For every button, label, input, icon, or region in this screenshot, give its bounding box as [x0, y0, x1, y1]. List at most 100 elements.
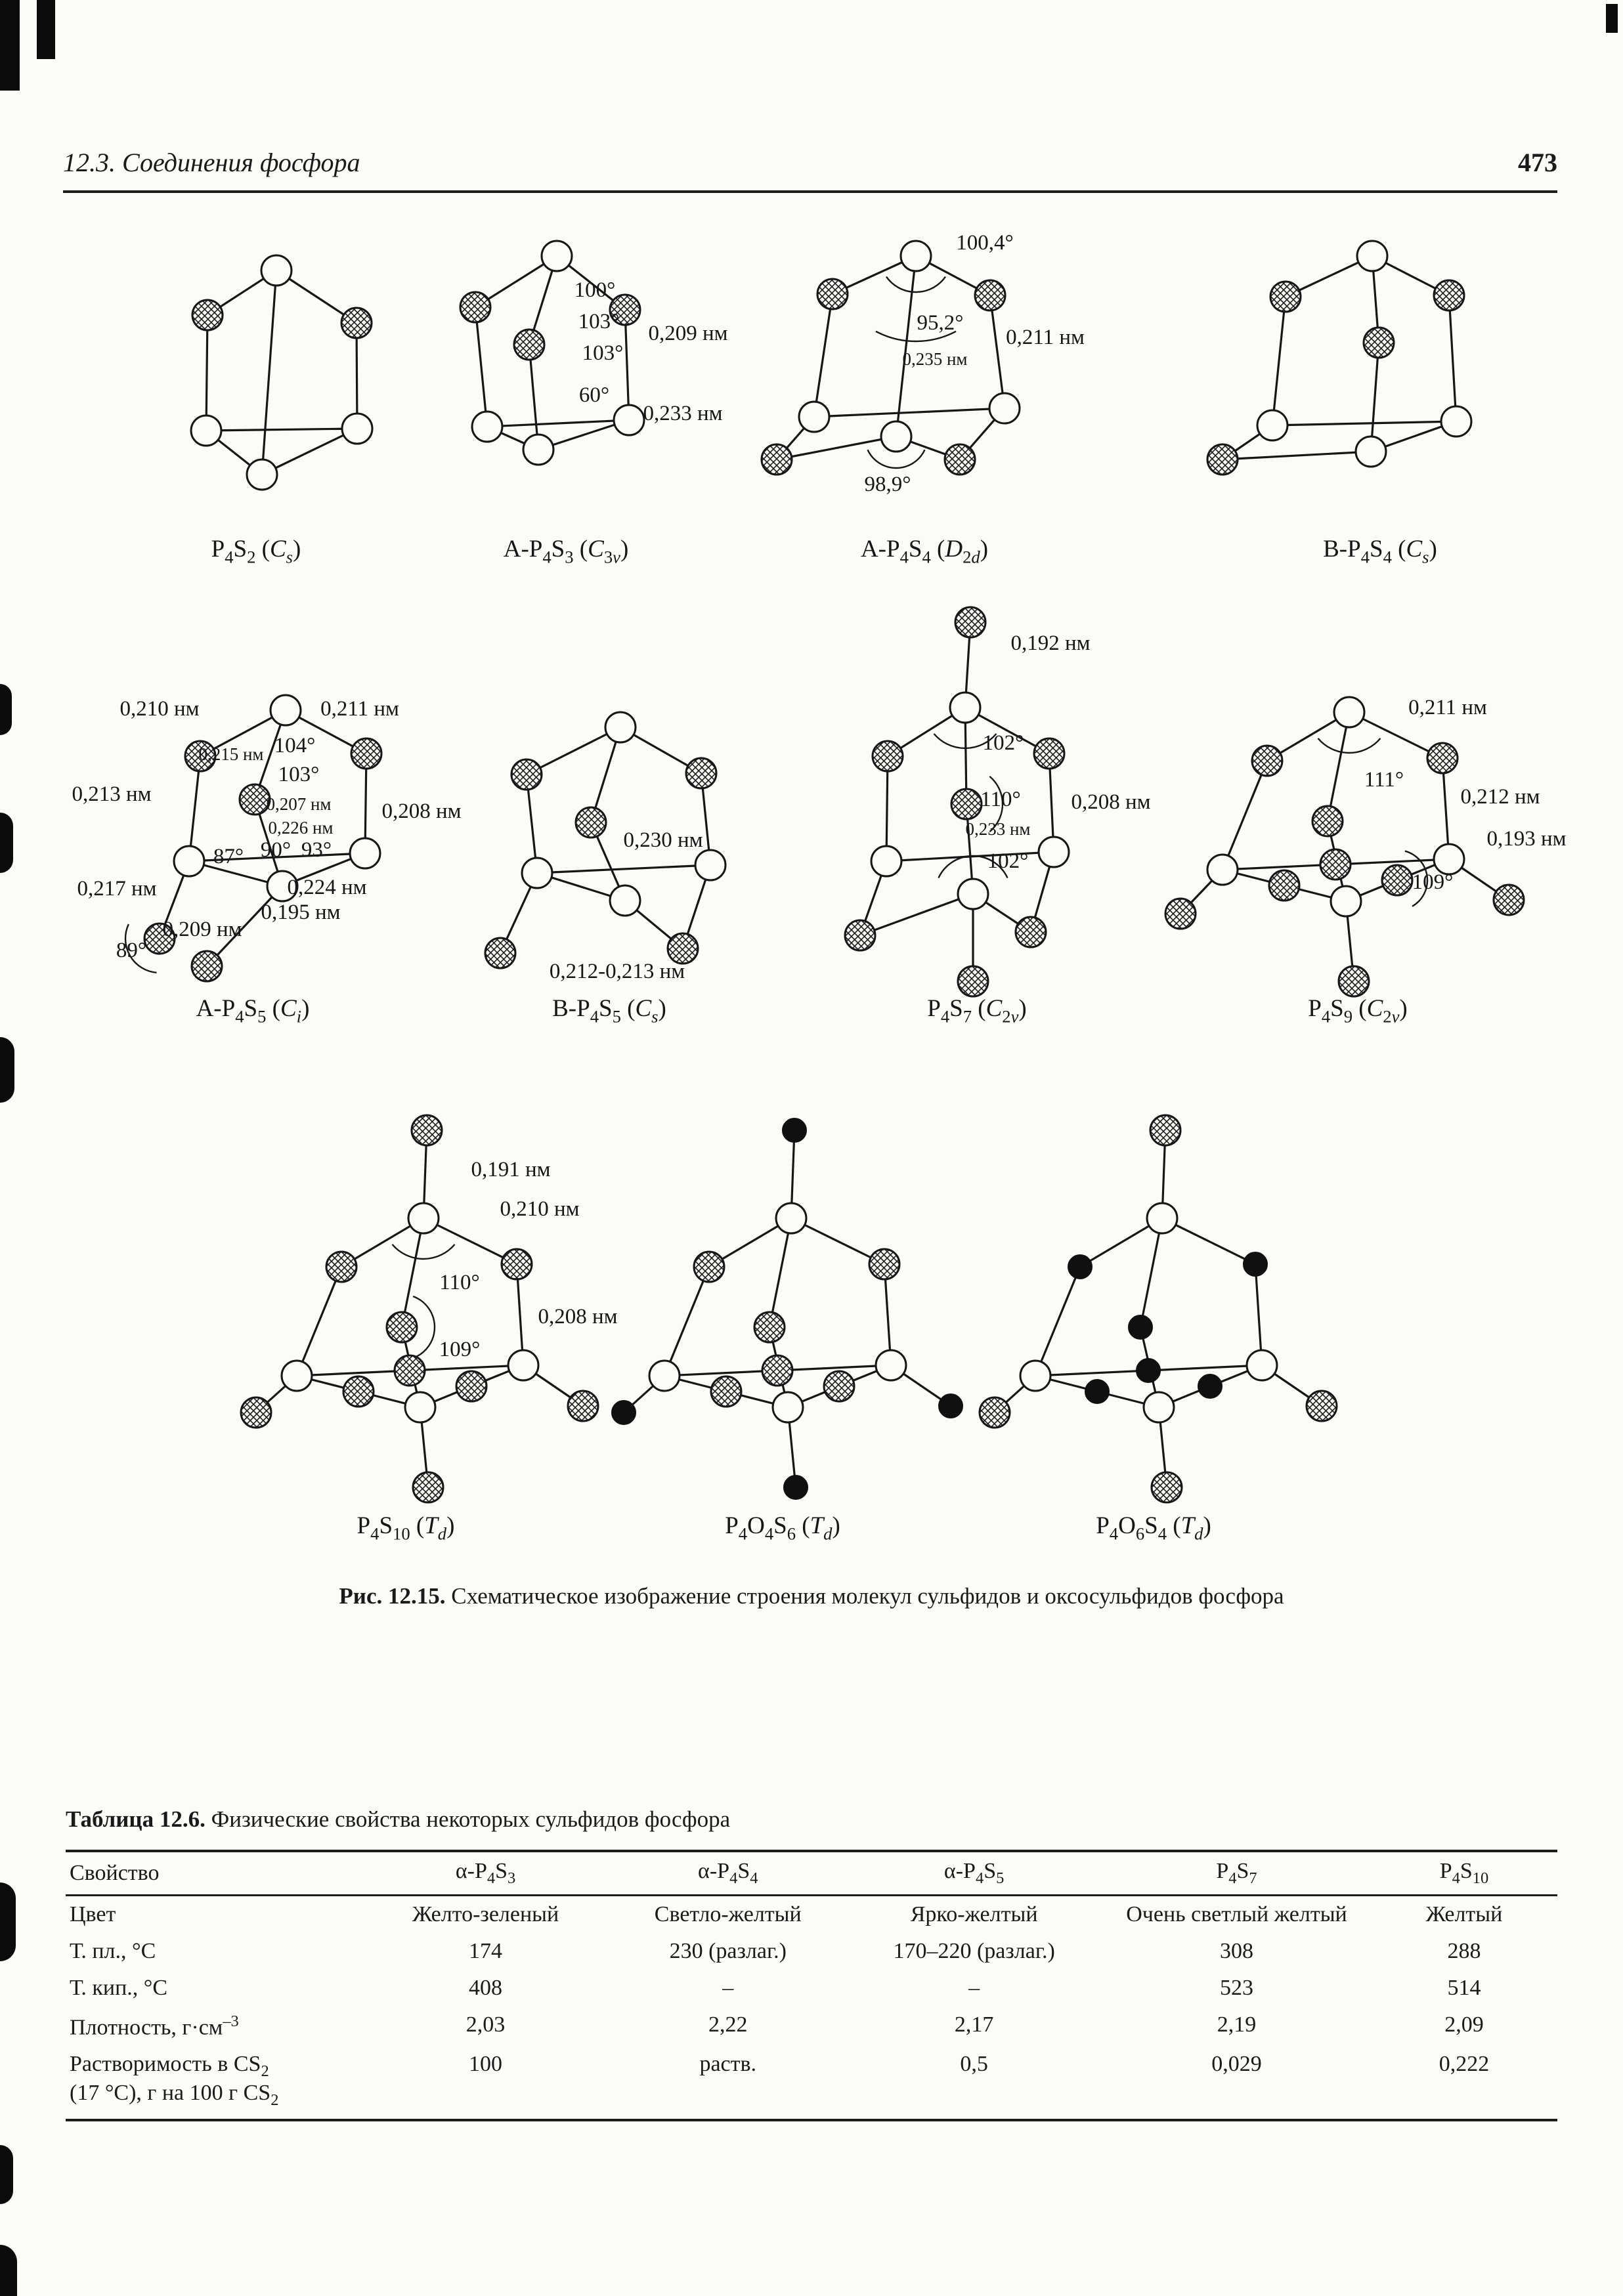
angle-label: 90°	[261, 838, 291, 862]
atom-sulfur	[957, 965, 989, 998]
atom-phosphorus	[771, 1391, 804, 1424]
molecule-name: B-P4S5 (Cs)	[552, 995, 666, 1027]
bond	[813, 407, 1005, 418]
atom-phosphorus	[604, 711, 637, 744]
atom-oxygen	[1128, 1315, 1153, 1340]
angle-arc	[933, 733, 997, 750]
atom-oxygen	[1136, 1358, 1161, 1383]
table-row: Растворимость в CS2(17 °С), г на 100 г C…	[66, 2046, 1557, 2121]
angle-arc	[1404, 850, 1429, 907]
bond	[1035, 1369, 1149, 1377]
bond	[895, 255, 917, 437]
atom-phosphorus	[280, 1359, 313, 1392]
atom-sulfur	[760, 443, 793, 476]
bond	[261, 427, 358, 476]
bond	[776, 435, 897, 461]
atom-phosphorus	[1354, 435, 1387, 468]
bond	[364, 753, 368, 854]
table-title-label: Таблица 12.6.	[66, 1806, 206, 1832]
atom-oxygen	[611, 1400, 636, 1425]
bond	[188, 852, 366, 862]
bond	[536, 864, 711, 874]
table-title-text: Физические свойства некоторых сульфидов …	[211, 1806, 731, 1832]
angle-label: 102°	[983, 731, 1024, 755]
atom-sulfur	[1251, 744, 1284, 777]
column-header: Свойство	[66, 1849, 361, 1896]
bond	[528, 344, 540, 450]
atom-sulfur	[1206, 443, 1239, 476]
angle-arc	[885, 276, 947, 293]
bond	[790, 1217, 885, 1265]
bond	[1271, 296, 1287, 426]
scan-artifact	[0, 2245, 17, 2296]
bond	[206, 427, 358, 432]
value-cell: 2,19	[1217, 2012, 1257, 2037]
atom-sulfur	[455, 1370, 488, 1403]
page-number: 473	[1518, 148, 1557, 177]
bond	[526, 726, 621, 776]
angle-label: 100°	[574, 278, 616, 302]
scan-artifact	[0, 813, 13, 873]
atom-phosphorus	[260, 254, 293, 287]
bond	[1048, 753, 1055, 853]
bond-length-label: 0,210 нм	[500, 1197, 579, 1221]
atom-phosphorus	[1037, 836, 1070, 868]
bond	[663, 1266, 710, 1376]
angle-label: 89°	[116, 939, 146, 962]
bond	[1441, 757, 1450, 860]
atom-sulfur	[1492, 883, 1525, 916]
atom-sulfur	[513, 328, 546, 361]
value-cell: 288	[1447, 1938, 1481, 1963]
atom-sulfur	[1149, 1114, 1182, 1147]
bond-length-label: 0,209 нм	[648, 322, 727, 345]
atom-sulfur	[685, 757, 718, 790]
value-cell: 2,03	[465, 2012, 506, 2037]
bond	[1139, 1218, 1163, 1328]
bond	[296, 1369, 410, 1377]
atom-sulfur	[1337, 965, 1370, 998]
atom-sulfur	[1381, 864, 1414, 897]
angle-label: 103°	[578, 310, 620, 333]
bond-length-label: 0,208 нм	[381, 799, 461, 823]
atom-phosphorus	[875, 1349, 907, 1382]
scan-artifact	[0, 1037, 14, 1103]
value-cell: 308	[1219, 1938, 1253, 1963]
bond-length-label: 0,207 нм	[266, 794, 331, 814]
page-header: 12.3. Соединения фосфора 473	[63, 147, 1557, 178]
bond	[885, 755, 889, 862]
atom-sulfur	[325, 1250, 358, 1283]
molecule-p4s2: P4S2 (Cs)	[190, 254, 374, 567]
atom-phosphorus	[190, 414, 223, 447]
atom-sulfur	[1269, 280, 1302, 313]
bond-length-label: 0,211 нм	[320, 697, 399, 721]
column-header: α-P4S4	[610, 1849, 846, 1896]
value-cell: 514	[1447, 1975, 1481, 2000]
angle-label: 110°	[980, 788, 1020, 811]
bond-length-label: 0,213 нм	[72, 782, 151, 806]
column-header: P4S7	[1102, 1849, 1371, 1896]
scan-artifact	[0, 2145, 13, 2204]
atom-sulfur	[943, 443, 976, 476]
value-cell: 408	[469, 1975, 503, 2000]
bond-length-label: 0,235 нм	[902, 349, 967, 369]
atom-phosphorus	[521, 857, 553, 889]
angle-label: 100,4°	[956, 231, 1013, 255]
atom-phosphorus	[880, 420, 913, 453]
atom-sulfur	[350, 737, 383, 770]
scan-artifact	[0, 1882, 16, 1961]
property-cell: Т. кип., °С	[70, 1975, 168, 2000]
atom-sulfur	[412, 1471, 444, 1504]
bond	[200, 709, 286, 757]
atom-sulfur	[184, 740, 217, 773]
scan-artifact	[37, 0, 55, 59]
scan-artifact	[0, 0, 20, 91]
bond	[525, 774, 538, 874]
atom-sulfur	[753, 1311, 786, 1344]
bond-length-label: 0,226 нм	[268, 818, 333, 838]
bond	[1448, 295, 1458, 422]
